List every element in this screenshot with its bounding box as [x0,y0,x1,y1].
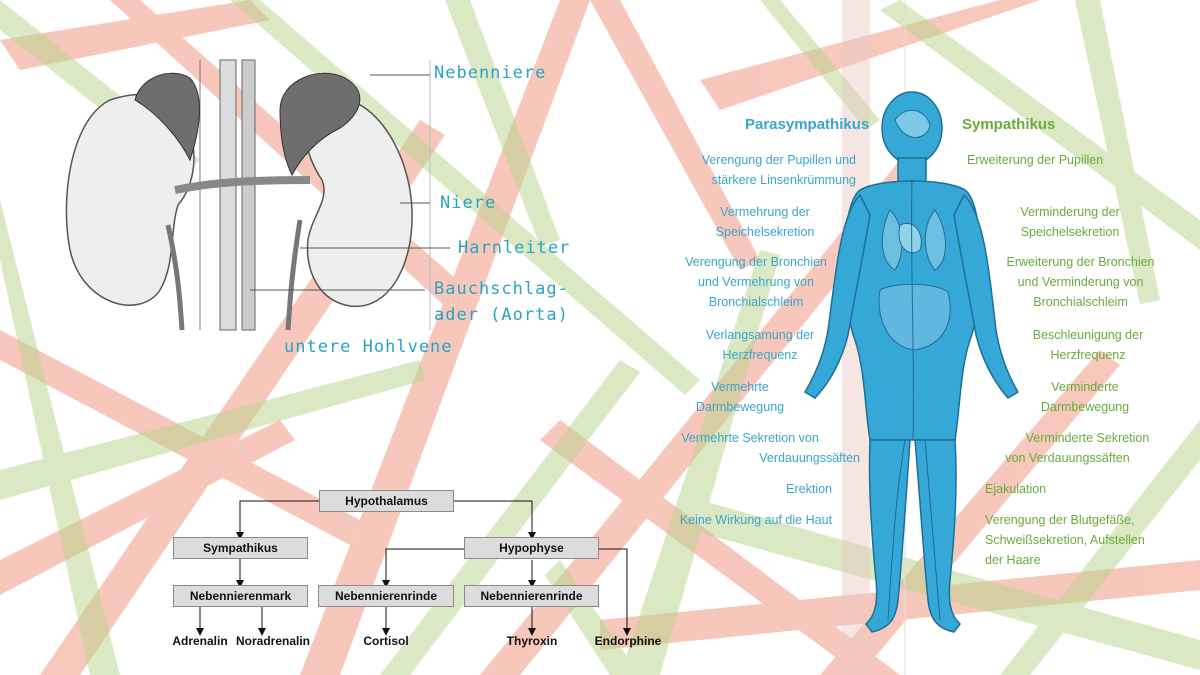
sym-effect-1: Erweiterung der Pupillen [967,153,1104,167]
box-nebennierenrinde-2: Nebennierenrinde [464,585,599,607]
para-effect-8: Keine Wirkung auf die Haut [679,513,832,527]
leaf-thyroxin: Thyroxin [506,634,558,648]
label-aorta-line2: ader (Aorta) [434,305,569,325]
body-right-leg [914,439,962,633]
label-nebenniere: Nebenniere [434,63,547,83]
box-nebennierenrinde-1: Nebennierenrinde [318,585,454,607]
label-untere-hohlvene: untere Hohlvene [284,337,453,357]
label-harnleiter: Harnleiter [458,238,571,258]
heading-sympathikus: Sympathikus [962,116,1056,133]
para-effect-7: Erektion [786,482,832,496]
vena-cava [219,59,237,331]
para-effect-2: Vermehrung der Speichelsekretion [715,205,815,239]
right-adrenal-gland [279,72,361,177]
leaf-endorphine: Endorphine [594,634,662,648]
box-hypophyse: Hypophyse [464,537,599,559]
para-effect-6: Vermehrte Sekretion von Verdauungssäften [681,431,860,465]
body-left-leg [864,439,911,633]
para-effect-5: Vermehrte Darmbewegung [695,380,785,414]
right-kidney [304,97,413,308]
body-neck [897,157,927,183]
sym-effect-8: Verengung der Blutgefäße, Schweißsekreti… [985,513,1145,567]
sym-effect-5: Verminderte Darmbewegung [1040,380,1130,414]
sym-effect-6: Verminderte Sekretion von Verdauungssäft… [1005,431,1150,465]
aorta [241,59,256,331]
label-niere: Niere [440,193,497,213]
label-aorta-line1: Bauchschlag- [434,279,569,299]
leaf-noradrenalin: Noradrenalin [235,634,311,648]
para-effect-3: Verengung der Bronchien und Vermehrung v… [685,255,827,309]
sym-effect-4: Beschleunigung der Herzfrequenz [1032,328,1144,362]
body-left-arm [803,193,871,399]
right-ureter [285,219,303,331]
heading-parasympathikus: Parasympathikus [745,116,870,133]
box-hypothalamus: Hypothalamus [319,490,454,512]
para-effect-1: Verengung der Pupillen und stärkere Lins… [701,153,856,187]
body-right-arm [953,193,1020,399]
sym-effect-3: Erweiterung der Bronchien und Verminderu… [1006,255,1155,309]
para-effect-4: Verlangsamung der Herzfrequenz [705,328,815,362]
sym-effect-7: Ejakulation [985,482,1047,496]
left-adrenal-gland [134,72,200,162]
sym-effect-2: Verminderung der Speichelsekretion [1020,205,1120,239]
left-ureter [165,224,185,331]
renal-vessels [174,176,311,194]
box-sympathikus: Sympathikus [173,537,308,559]
leaf-adrenalin: Adrenalin [172,634,228,648]
box-nebennierenmark: Nebennierenmark [173,585,308,607]
leaf-cortisol: Cortisol [363,634,409,648]
